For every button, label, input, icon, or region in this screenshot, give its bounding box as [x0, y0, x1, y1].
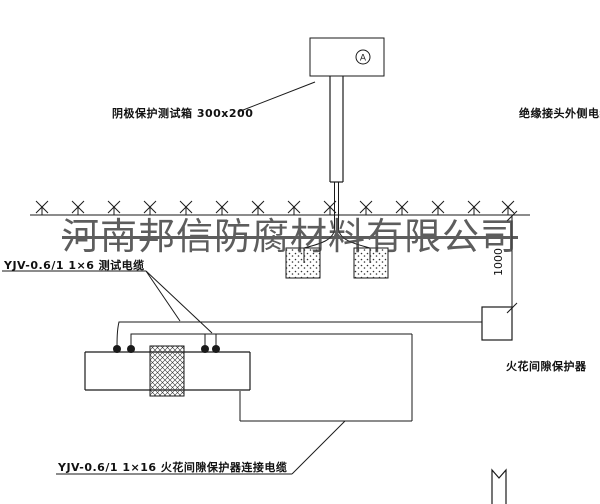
anode-blocks	[285, 247, 389, 279]
cables	[116, 321, 482, 422]
spark-gap-label: 火花间隙保护器	[506, 360, 587, 373]
leader-lines	[2, 81, 346, 475]
insulating-joint	[149, 345, 185, 397]
test-cable-label: YJV-0.6/1 1×6 测试电缆	[4, 259, 145, 272]
dimension-label: 1000	[492, 248, 505, 276]
insulation-joint-cable-label: 绝缘接头外侧电缆	[519, 107, 600, 120]
test-box: A	[309, 37, 385, 77]
ammeter-label: A	[360, 54, 367, 64]
test-cable-leader-1	[145, 270, 181, 322]
bottom-cable-leader	[291, 420, 346, 475]
test-box-outline	[309, 37, 385, 77]
anode-block-right	[353, 247, 389, 279]
pipe-section-symbol	[491, 468, 507, 504]
test-box-label: 阴极保护测试箱 300x200	[112, 107, 254, 120]
bottom-cable-label: YJV-0.6/1 1×16 火花间隙保护器连接电缆	[58, 461, 288, 474]
pipe	[84, 345, 251, 397]
test-cable-leader-2	[145, 270, 213, 334]
anode-block-left	[285, 247, 321, 279]
ground-hatch-marks	[35, 200, 515, 216]
dimension-line	[506, 210, 518, 314]
conduit	[303, 76, 371, 249]
ammeter-icon	[355, 49, 371, 65]
test-box-leader	[237, 81, 316, 113]
